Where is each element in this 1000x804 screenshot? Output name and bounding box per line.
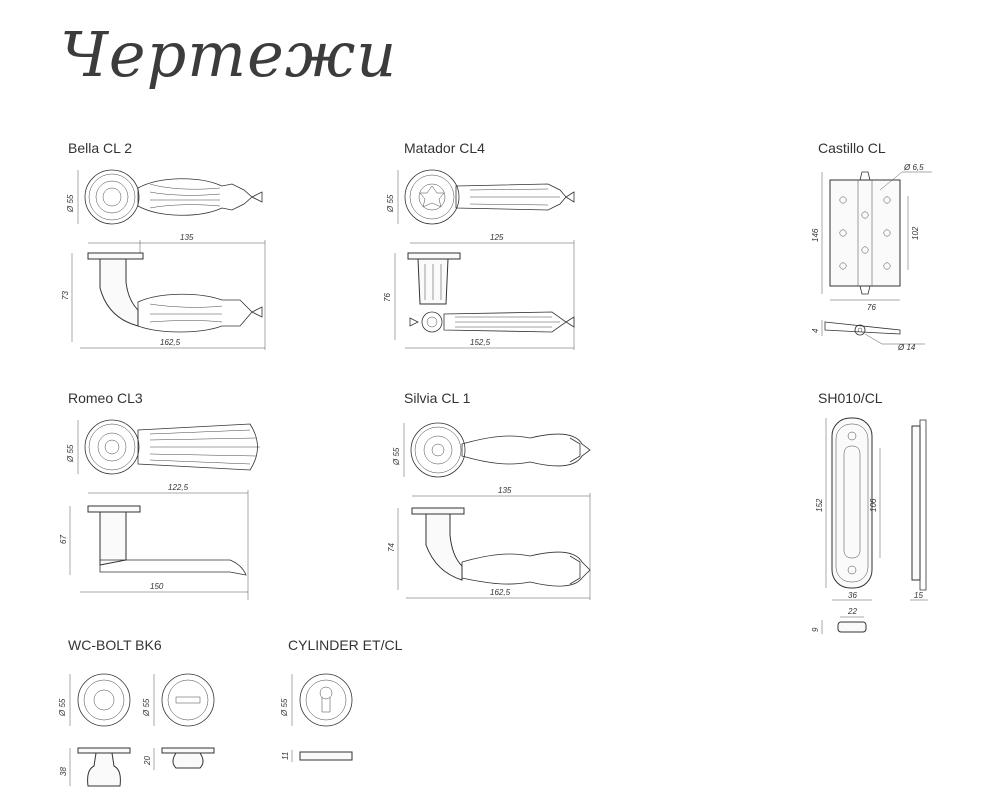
wcbolt-d1-label: Ø 55	[58, 698, 67, 717]
sh010-depth-label: 15	[914, 591, 923, 600]
silvia-total-label: 162,5	[490, 588, 511, 597]
cylinder-label: CYLINDER ET/CL	[288, 637, 403, 653]
silvia-d-label: Ø 55	[392, 447, 401, 466]
bella-d-label: Ø 55	[66, 194, 75, 213]
romeo-d-label: Ø 55	[66, 444, 75, 463]
romeo-total-label: 150	[150, 582, 164, 591]
silvia-label: Silvia CL 1	[404, 390, 471, 406]
sh010-w2-label: 22	[847, 607, 857, 616]
wcbolt-d2-label: Ø 55	[142, 698, 151, 717]
silvia-drawing: Ø 55 135 74 162,5	[387, 422, 591, 600]
sh010-inner-label: 106	[869, 498, 878, 512]
sh010-height-label: 152	[815, 498, 824, 512]
castillo-label: Castillo CL	[818, 140, 886, 156]
matador-label: Matador CL4	[404, 140, 485, 156]
sh010-width-label: 36	[848, 591, 857, 600]
sh010-label: SH010/CL	[818, 390, 883, 406]
cylinder-h-label: 11	[281, 752, 290, 760]
silvia-height-label: 74	[387, 543, 396, 552]
matador-drawing: Ø 55 125 76 152,5	[383, 169, 575, 350]
romeo-length-label: 122,5	[168, 483, 189, 492]
wcbolt-label: WC-BOLT BK6	[68, 637, 162, 653]
romeo-height-label: 67	[59, 535, 68, 544]
bella-label: Bella CL 2	[68, 140, 133, 156]
bella-height-label: 73	[61, 291, 70, 300]
castillo-drawing: Ø 6,5 146 102 76 4 Ø 14	[811, 163, 932, 352]
wcbolt-h1-label: 38	[59, 767, 68, 776]
castillo-inner-label: 102	[911, 226, 920, 240]
castillo-height-label: 146	[811, 228, 820, 242]
castillo-width-label: 76	[867, 303, 876, 312]
wcbolt-h2-label: 20	[143, 756, 152, 766]
castillo-thick-label: 4	[811, 328, 820, 333]
matador-total-label: 152,5	[470, 338, 491, 347]
bella-drawing: Ø 55 135 73 162,5	[61, 169, 266, 350]
cylinder-drawing: Ø 55 11	[280, 673, 353, 762]
wcbolt-drawing: Ø 55 Ø 55 38 20	[58, 673, 215, 787]
silvia-length-label: 135	[498, 486, 512, 495]
matador-d-label: Ø 55	[386, 194, 395, 213]
page-title: Чертежи	[60, 18, 398, 91]
romeo-drawing: Ø 55 122,5 67 150	[59, 419, 260, 600]
castillo-hole-label: Ø 6,5	[903, 163, 924, 172]
sh010-h2-label: 9	[811, 627, 820, 632]
cylinder-d-label: Ø 55	[280, 698, 289, 717]
sh010-drawing: 152 106 36 15 22 9	[811, 417, 928, 634]
matador-length-label: 125	[490, 233, 504, 242]
matador-height-label: 76	[383, 293, 392, 302]
bella-length-label: 135	[180, 233, 194, 242]
castillo-knuckle-label: Ø 14	[897, 343, 916, 352]
bella-total-label: 162,5	[160, 338, 181, 347]
romeo-label: Romeo CL3	[68, 390, 143, 406]
